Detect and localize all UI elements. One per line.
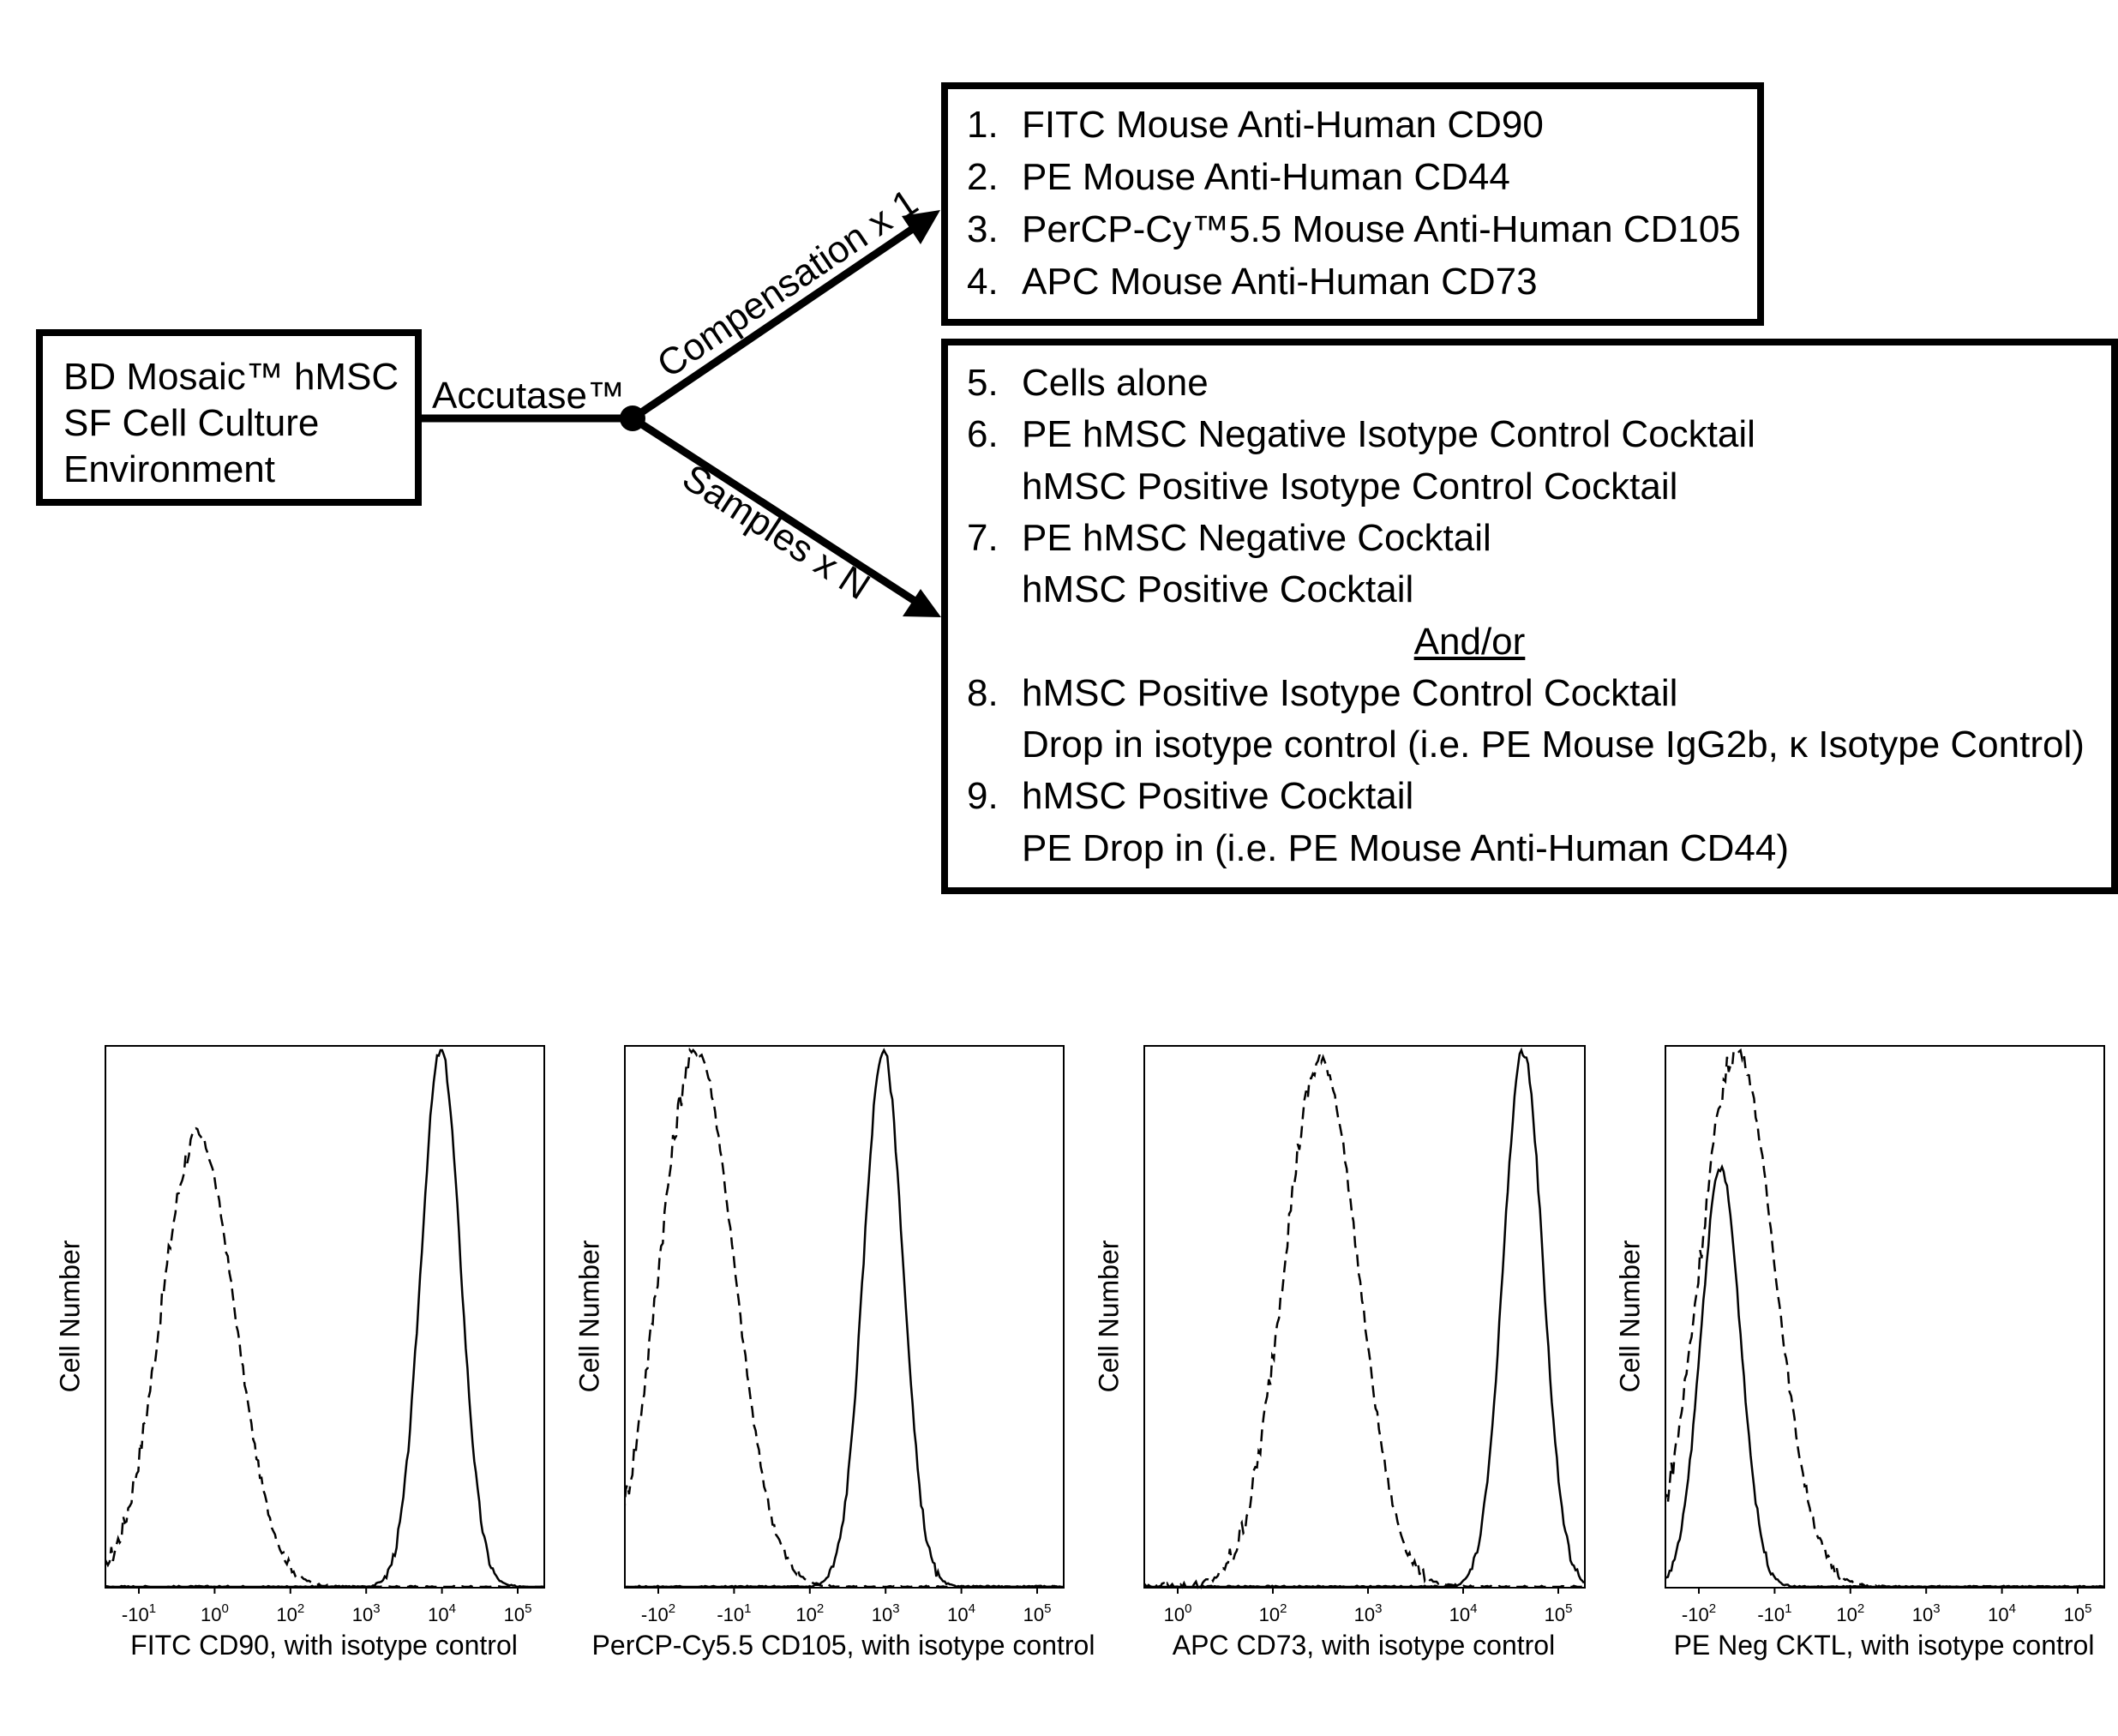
stained-sample-curve <box>624 1048 1063 1589</box>
compensation-item-text: FITC Mouse Anti-Human CD90 <box>1022 104 1544 146</box>
compensation-item-number: 1. <box>967 104 999 146</box>
x-tick-label: 102 <box>276 1601 304 1625</box>
x-tick-label: 105 <box>2064 1601 2092 1625</box>
x-tick-label: 104 <box>428 1601 456 1625</box>
samples-item-text: PE Drop in (i.e. PE Mouse Anti-Human CD4… <box>1022 826 1790 869</box>
compensation-item-number: 2. <box>967 156 999 198</box>
x-tick-label: 102 <box>1836 1601 1864 1625</box>
x-tick-label: 104 <box>1988 1601 2016 1625</box>
x-tick-label: -102 <box>641 1601 675 1625</box>
histogram-3: 100 102 103 104 105 <box>1143 1045 1586 1625</box>
samples-item-text: Drop in isotype control (i.e. PE Mouse I… <box>1022 724 2085 766</box>
x-tick-label: 105 <box>1023 1601 1052 1625</box>
x-tick-label: 102 <box>795 1601 824 1625</box>
x-tick-label: 102 <box>1259 1601 1287 1625</box>
compensation-item-text: PE Mouse Anti-Human CD44 <box>1022 156 1510 198</box>
x-tick-label: 105 <box>1545 1601 1573 1625</box>
plot-frame <box>1665 1045 2105 1589</box>
x-tick-label: -101 <box>717 1601 751 1625</box>
plot-frame <box>624 1045 1065 1589</box>
compensation-arrowhead <box>902 210 940 244</box>
x-tick-label: 104 <box>947 1601 975 1625</box>
compensation-label: Compensation x 1 <box>650 181 925 386</box>
x-axis-label: FITC CD90, with isotype control <box>130 1630 518 1661</box>
samples-item-number: 8. <box>967 671 999 714</box>
samples-item-text: hMSC Positive Cocktail <box>1022 568 1414 611</box>
source-line-2: SF Cell Culture <box>63 402 320 444</box>
stained-sample-curve <box>1143 1047 1585 1589</box>
samples-item-text: hMSC Positive Isotype Control Cocktail <box>1022 465 1678 508</box>
x-axis-label: PE Neg CKTL, with isotype control <box>1673 1630 2095 1661</box>
source-line-1: BD Mosaic™ hMSC <box>63 356 399 398</box>
x-tick-label: 105 <box>504 1601 532 1625</box>
compensation-edge-line <box>630 221 921 422</box>
y-axis-label: Cell Number <box>54 1240 86 1393</box>
samples-item-text: hMSC Positive Cocktail <box>1022 775 1414 818</box>
samples-edge-line <box>630 415 921 607</box>
compensation-item-number: 3. <box>967 208 999 250</box>
compensation-item-text: APC Mouse Anti-Human CD73 <box>1022 261 1538 303</box>
isotype-control-curve <box>624 1047 1064 1589</box>
x-tick-label: -102 <box>1682 1601 1716 1625</box>
samples-box: 5. Cells alone 6. PE hMSC Negative Isotype … <box>941 339 2118 894</box>
x-tick-label: 100 <box>201 1601 229 1625</box>
isotype-control-curve <box>1143 1054 1585 1589</box>
samples-item-text: Cells alone <box>1022 362 1209 404</box>
histogram-2: -102 -101 102 103 104 105 <box>624 1045 1065 1625</box>
compensation-box: 1. FITC Mouse Anti-Human CD90 2. PE Mouse A… <box>941 82 1764 326</box>
isotype-control-curve <box>105 1126 543 1589</box>
samples-item-text: hMSC Positive Isotype Control Cocktail <box>1022 671 1678 714</box>
x-tick-label: -101 <box>1757 1601 1791 1625</box>
x-axis-label: PerCP-Cy5.5 CD105, with isotype control <box>591 1630 1095 1661</box>
compensation-item-text: PerCP-Cy™5.5 Mouse Anti-Human CD105 <box>1022 208 1741 250</box>
x-tick-label: -101 <box>122 1601 156 1625</box>
y-axis-label: Cell Number <box>573 1240 605 1393</box>
samples-label: Samples x N <box>675 456 878 608</box>
samples-item-number: 5. <box>967 362 999 404</box>
plot-frame <box>105 1045 545 1589</box>
source-box: BD Mosaic™ hMSC SF Cell Culture Environm… <box>36 329 422 506</box>
x-tick-label: 103 <box>1354 1601 1383 1625</box>
y-axis-label: Cell Number <box>1093 1240 1125 1393</box>
samples-arrowhead <box>903 589 941 617</box>
y-axis-label: Cell Number <box>1614 1240 1646 1393</box>
samples-item-number: 6. <box>967 413 999 456</box>
x-tick-label: 100 <box>1164 1601 1192 1625</box>
isotype-control-curve <box>1665 1048 2104 1589</box>
compensation-item-number: 4. <box>967 261 999 303</box>
stained-sample-curve <box>105 1048 544 1589</box>
histogram-4: -102 -101 102 103 104 105 <box>1665 1045 2105 1625</box>
stained-sample-curve <box>1665 1163 2104 1589</box>
plot-frame <box>1143 1045 1586 1589</box>
flow-connectors: Accutase™ Compensation x 1 Samples x N <box>420 181 941 617</box>
x-tick-label: 103 <box>872 1601 900 1625</box>
x-tick-label: 104 <box>1449 1601 1478 1625</box>
samples-item-number: 9. <box>967 775 999 818</box>
accutase-label: Accutase™ <box>432 375 625 417</box>
branch-node <box>620 405 645 431</box>
samples-item-text: And/or <box>1413 620 1526 663</box>
samples-item-text: PE hMSC Negative Isotype Control Cocktai… <box>1022 413 1755 456</box>
x-tick-label: 103 <box>352 1601 381 1625</box>
samples-item-number: 7. <box>967 516 999 559</box>
x-axis-label: APC CD73, with isotype control <box>1172 1630 1556 1661</box>
histogram-1: -101 100 102 103 104 105 <box>105 1045 545 1625</box>
samples-item-text: PE hMSC Negative Cocktail <box>1022 516 1491 559</box>
source-line-3: Environment <box>63 448 276 490</box>
x-tick-label: 103 <box>1912 1601 1941 1625</box>
